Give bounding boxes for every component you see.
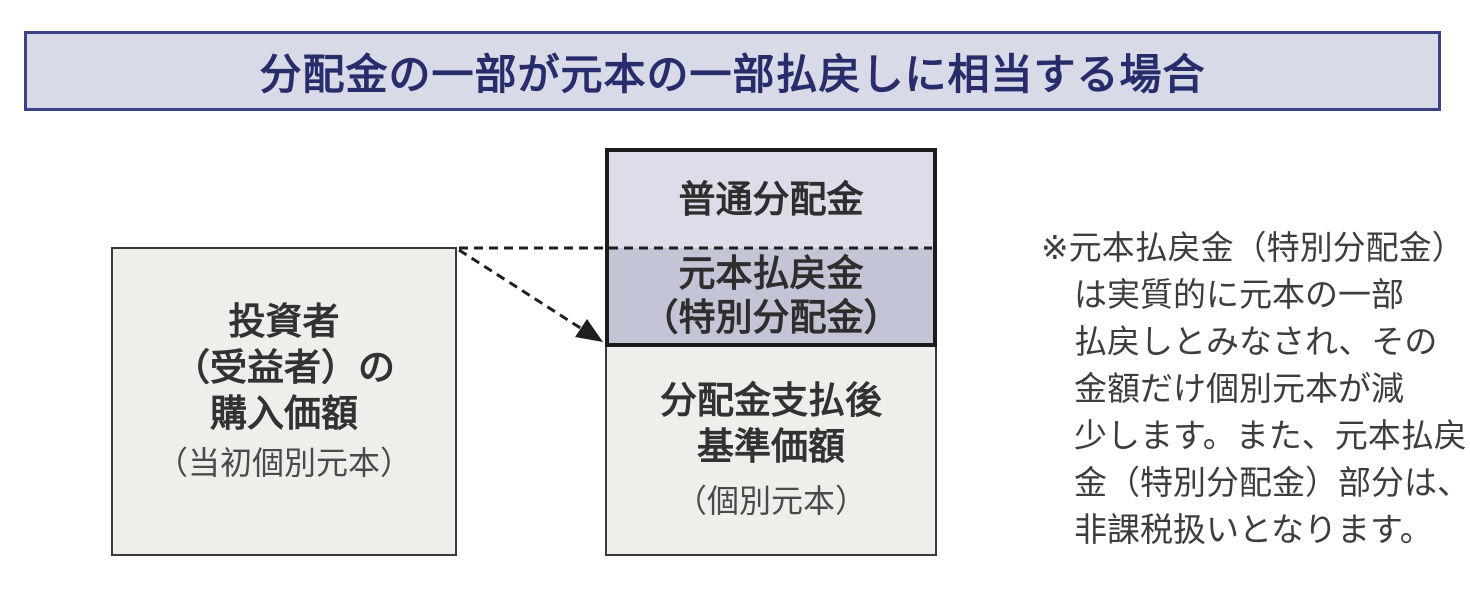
arrowhead xyxy=(575,319,603,342)
investor-purchase-price-box: 投資者 （受益者）の 購入価額 （当初個別元本） xyxy=(111,247,457,556)
initial-individual-principal-caption: （当初個別元本） xyxy=(155,444,412,481)
footnote: ※元本払戻金（特別分配金） は実質的に元本の一部 払戻しとみなされ、その 金額だ… xyxy=(1041,224,1470,553)
footnote-line: 金（特別分配金）部分は、 xyxy=(1074,464,1470,501)
diagram-title: 分配金の一部が元本の一部払戻しに相当する場合 xyxy=(259,50,1206,98)
footnote-line: 非課税扱いとなります。 xyxy=(1074,511,1433,548)
investor-label-line2: （受益者）の xyxy=(173,346,395,388)
title-banner: 分配金の一部が元本の一部払戻しに相当する場合 xyxy=(24,31,1441,111)
diagonal-dashed-line xyxy=(458,248,583,331)
footnote-line: 払戻しとみなされ、その xyxy=(1074,323,1438,360)
principal-refund-section: 元本払戻金 （特別分配金） xyxy=(609,248,933,343)
footnote-line: ※元本払戻金（特別分配金） xyxy=(1041,229,1465,266)
ordinary-distribution-section: 普通分配金 xyxy=(609,152,933,248)
nav-after-label-line1: 分配金支払後 xyxy=(660,380,882,421)
ordinary-distribution-label: 普通分配金 xyxy=(678,179,864,220)
distribution-bar-upper-unit: 普通分配金 元本払戻金 （特別分配金） xyxy=(605,148,937,347)
footnote-line: 少します。また、元本払戻 xyxy=(1074,417,1467,454)
individual-principal-caption: （個別元本） xyxy=(674,483,867,519)
nav-after-distribution-box: 分配金支払後 基準価額 （個別元本） xyxy=(605,347,937,556)
principal-refund-label-line1: 元本払戻金 xyxy=(678,252,864,294)
investor-label-line3: 購入価額 xyxy=(210,392,358,434)
investor-label-line1: 投資者 xyxy=(228,300,340,342)
principal-refund-label-line2: （特別分配金） xyxy=(641,296,901,338)
nav-after-label-line2: 基準価額 xyxy=(697,426,845,467)
footnote-line: は実質的に元本の一部 xyxy=(1074,276,1404,313)
footnote-line: 金額だけ個別元本が減 xyxy=(1074,370,1404,407)
